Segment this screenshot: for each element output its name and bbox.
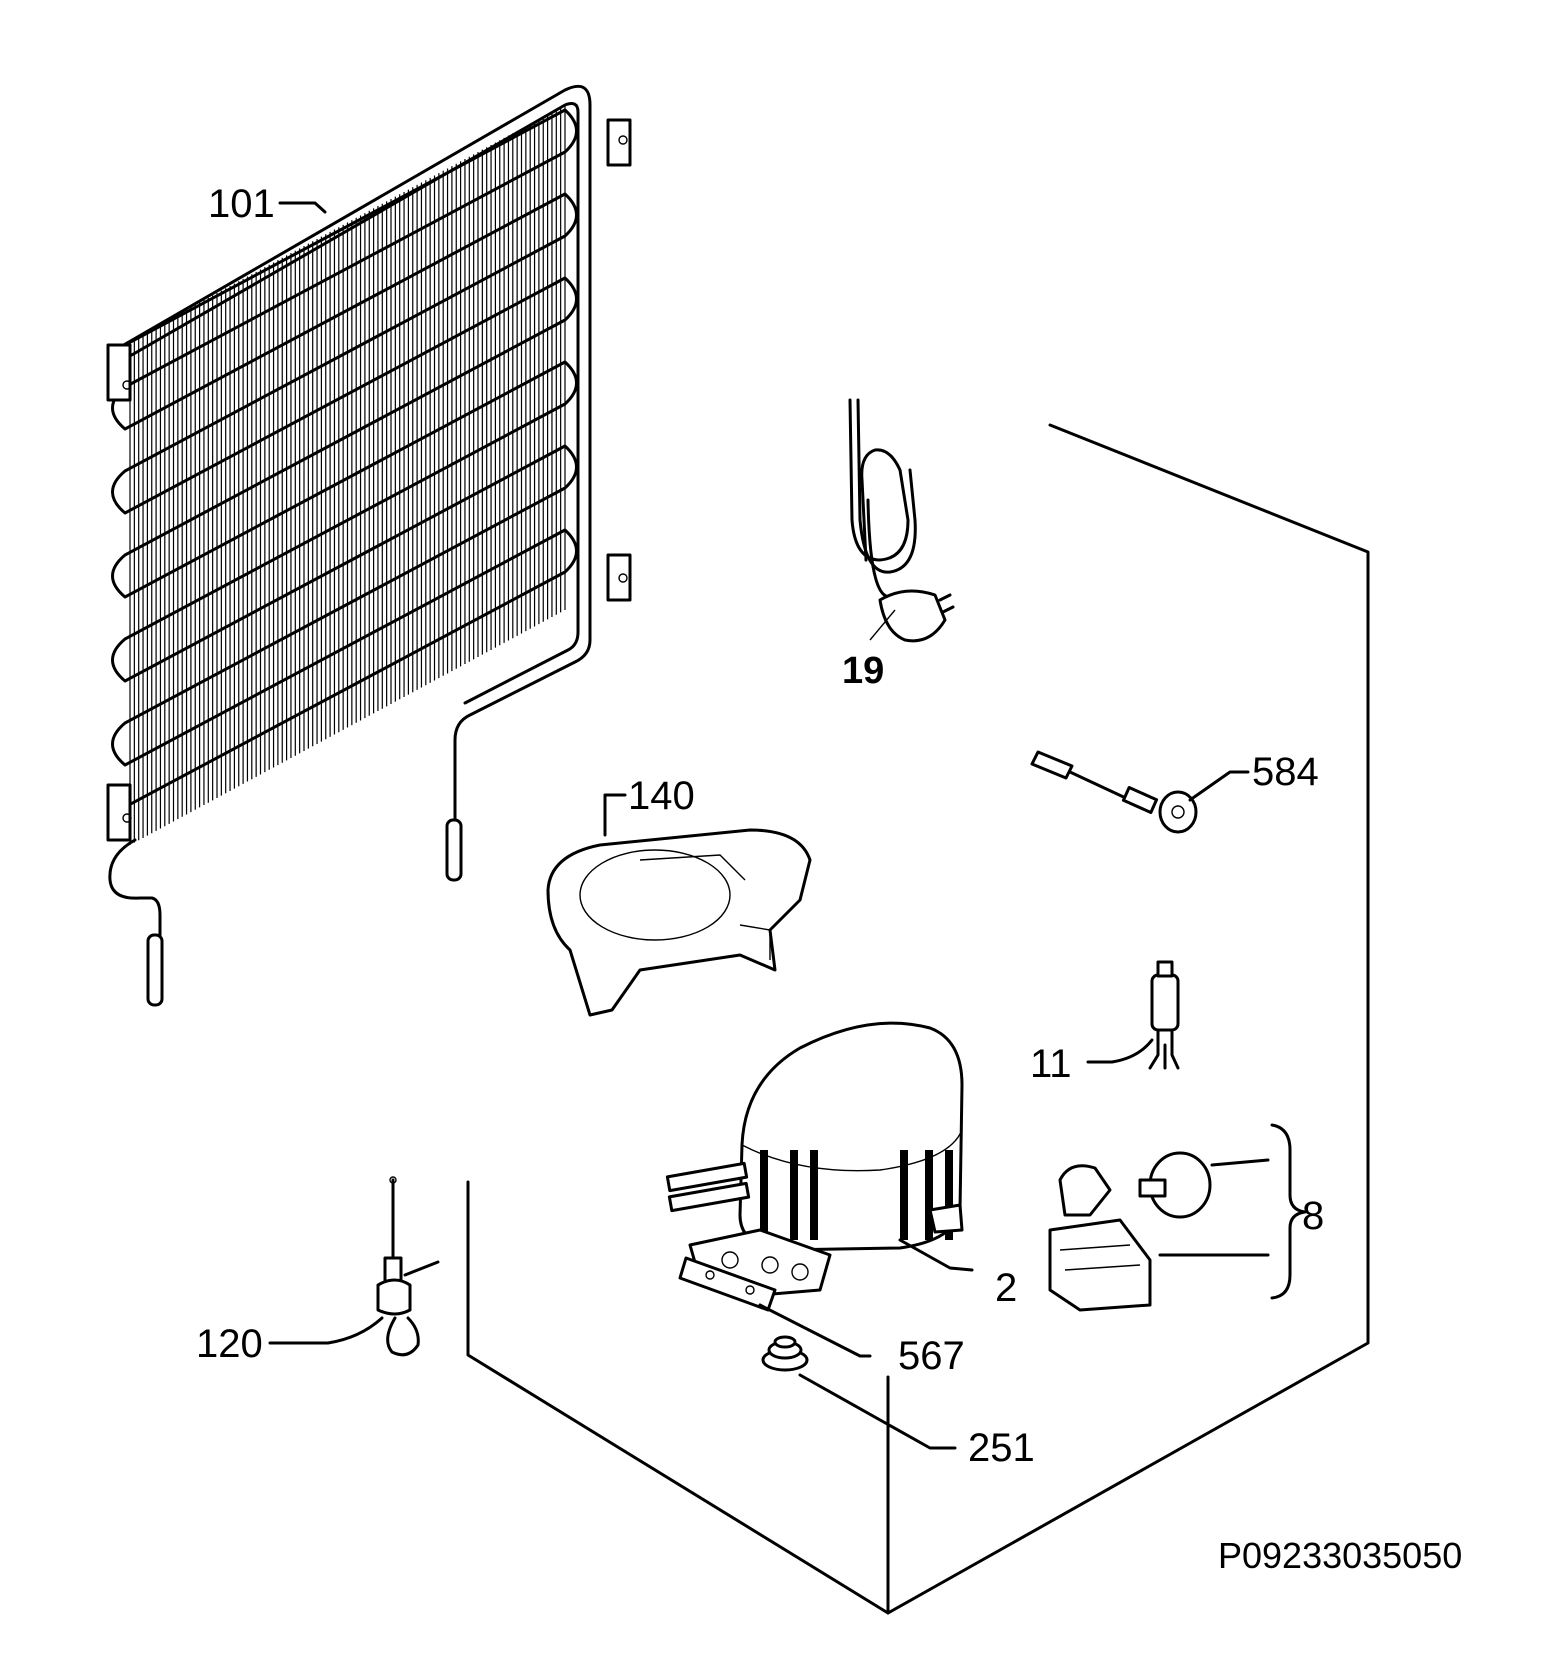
label-101: 101: [208, 182, 275, 226]
label-584: 584: [1252, 750, 1319, 794]
compressor: [665, 1021, 974, 1297]
document-id: P09233035050: [1218, 1535, 1463, 1576]
label-8: 8: [1302, 1194, 1325, 1238]
grommet: [761, 1335, 957, 1450]
label-2: 2: [995, 1266, 1018, 1310]
relay: [1086, 960, 1180, 1070]
label-567: 567: [898, 1334, 965, 1378]
label-120: 120: [196, 1322, 263, 1366]
starter-group: [1048, 1123, 1307, 1312]
cabinet-outline: [466, 423, 1370, 1615]
label-140: 140: [628, 774, 695, 818]
sensor-lead: [1030, 750, 1250, 834]
label-19: 19: [842, 650, 885, 692]
label-251: 251: [968, 1426, 1035, 1470]
power-cord: [848, 398, 955, 643]
filter-drier: [268, 1176, 440, 1357]
condenser-coil: [106, 84, 632, 1007]
label-11: 11: [1030, 1042, 1072, 1086]
leader-101: [278, 201, 327, 214]
mounting-plate: [678, 1256, 872, 1358]
drip-tray: [546, 793, 812, 1017]
